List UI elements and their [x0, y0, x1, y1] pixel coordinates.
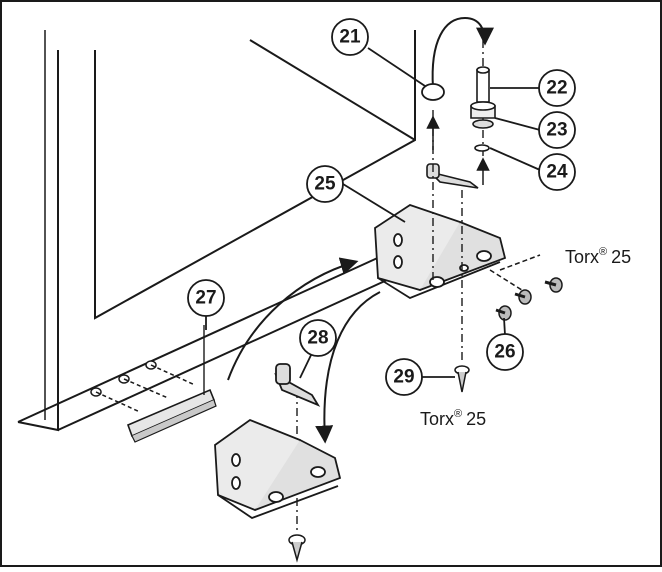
callout-28 — [299, 319, 337, 357]
swap-arrow — [431, 16, 494, 89]
callout-number: 25 — [314, 174, 336, 195]
callout-29 — [385, 358, 423, 396]
torx-registered: ® — [454, 408, 462, 420]
mounting-holes — [90, 360, 196, 413]
torx-text: Torx — [565, 247, 599, 267]
callout-26 — [486, 333, 524, 371]
callout-numbers: 21 22 23 24 25 26 27 28 29 — [195, 27, 568, 388]
callout-number: 22 — [546, 78, 567, 99]
callout-24 — [538, 153, 576, 191]
torx-text: Torx — [420, 409, 454, 429]
callout-22 — [538, 69, 576, 107]
torx-label-lower: Torx® 25 — [420, 408, 486, 429]
callout-number: 26 — [494, 342, 515, 363]
callout-25 — [306, 165, 344, 203]
torx-size: 25 — [611, 247, 631, 267]
screw-29 — [454, 365, 470, 393]
callout-number: 27 — [195, 288, 216, 309]
callout-21 — [331, 18, 369, 56]
appliance-body — [17, 30, 421, 432]
callout-23 — [538, 111, 576, 149]
cover-strip — [126, 325, 217, 443]
torx-registered: ® — [599, 246, 607, 258]
torx-size: 25 — [466, 409, 486, 429]
callout-number: 23 — [546, 120, 567, 141]
bottom-screw — [288, 534, 306, 563]
hinge-pin-arm — [426, 163, 479, 189]
callouts — [187, 18, 576, 396]
callout-number: 24 — [546, 162, 568, 183]
move-arrow-down — [315, 291, 381, 444]
screws-26 — [489, 254, 563, 321]
callout-number: 28 — [307, 328, 328, 349]
upper-hinge-bracket — [374, 204, 507, 300]
move-arrow-27 — [227, 257, 359, 381]
callout-number: 21 — [339, 27, 361, 48]
callout-27 — [187, 279, 225, 317]
hinge-pin — [470, 66, 496, 152]
torx-label-upper: Torx® 25 — [565, 246, 631, 267]
lower-hinge-bracket — [214, 363, 342, 520]
callout-number: 29 — [393, 367, 414, 388]
cap-21 — [421, 83, 445, 101]
